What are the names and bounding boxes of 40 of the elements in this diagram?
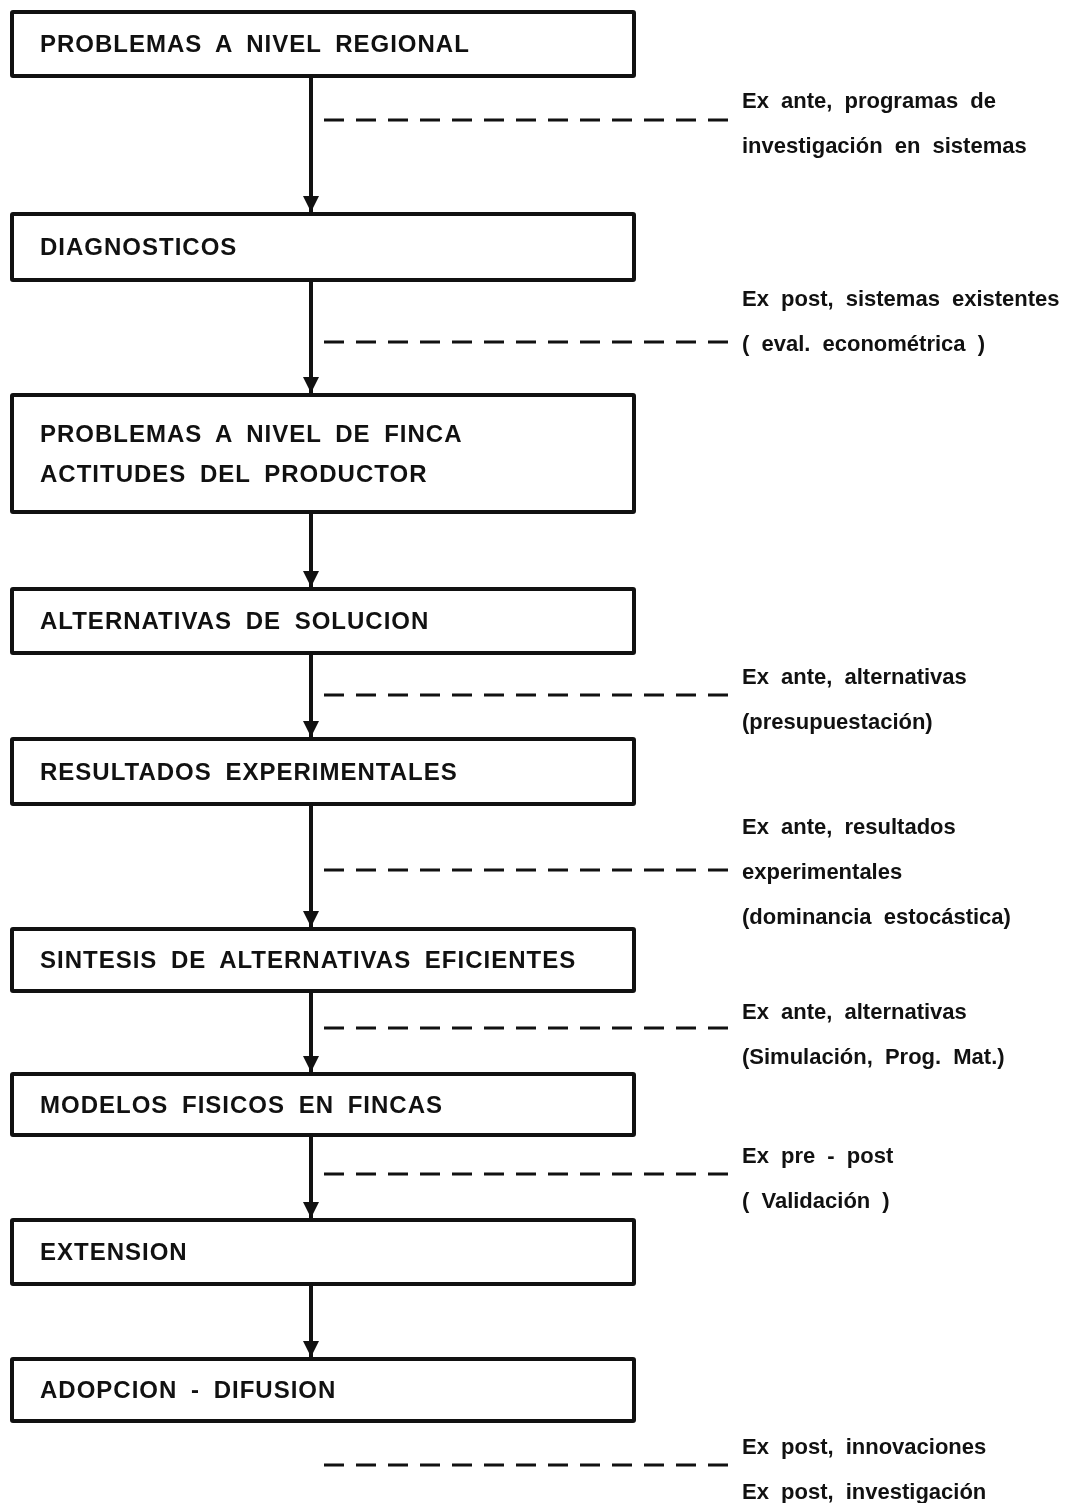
annotation-text: Ex pre - post <box>742 1142 895 1170</box>
process-box <box>10 10 636 78</box>
annotation-text: Ex post, innovaciones <box>742 1433 988 1461</box>
step-label: ALTERNATIVAS DE SOLUCION <box>40 607 431 635</box>
annotation-text: (dominancia estocástica) <box>742 903 1012 931</box>
arrow <box>303 78 319 212</box>
annotation-text: Ex ante, alternativas <box>742 998 968 1026</box>
step-label: PROBLEMAS A NIVEL DE FINCA <box>40 419 464 448</box>
step-label: DIAGNOSTICOS <box>40 233 239 261</box>
process-box <box>10 212 636 282</box>
arrow <box>303 282 319 393</box>
process-box <box>10 927 636 993</box>
arrow <box>303 1137 319 1218</box>
process-box <box>10 1072 636 1137</box>
process-box <box>10 587 636 655</box>
process-box <box>10 1218 636 1286</box>
annotation-text: Ex ante, resultados experimentales <box>742 813 957 886</box>
annotation-text: (Simulación, Prog. Mat.) <box>742 1043 1006 1071</box>
step-label: RESULTADOS EXPERIMENTALES <box>40 757 459 786</box>
process-box <box>10 1357 636 1423</box>
arrow <box>303 655 319 737</box>
annotation-text: Ex ante, programas de investigación en sistemas <box>742 87 1028 160</box>
process-box <box>10 737 636 806</box>
process-box <box>10 393 636 514</box>
annotation-text: ( Validación ) <box>742 1187 891 1215</box>
step-label: MODELOS FISICOS EN FINCAS <box>40 1090 445 1119</box>
step-label: ACTITUDES DEL PRODUCTOR <box>40 459 429 488</box>
annotation-text: Ex post, investigación <box>742 1478 988 1503</box>
arrow <box>303 806 319 927</box>
annotation-text: (presupuestación) <box>742 708 934 736</box>
step-label: SINTESIS DE ALTERNATIVAS EFICIENTES <box>40 946 578 974</box>
arrow <box>303 514 319 587</box>
arrow <box>303 993 319 1072</box>
annotation-text: Ex post, sistemas existentes <box>742 285 1061 313</box>
annotation-text: Ex ante, alternativas <box>742 663 968 691</box>
arrow <box>303 1286 319 1357</box>
step-label: PROBLEMAS A NIVEL REGIONAL <box>40 30 471 58</box>
step-label: ADOPCION - DIFUSION <box>40 1376 338 1404</box>
step-label: EXTENSION <box>40 1238 189 1266</box>
annotation-text: ( eval. econométrica ) <box>742 330 986 358</box>
